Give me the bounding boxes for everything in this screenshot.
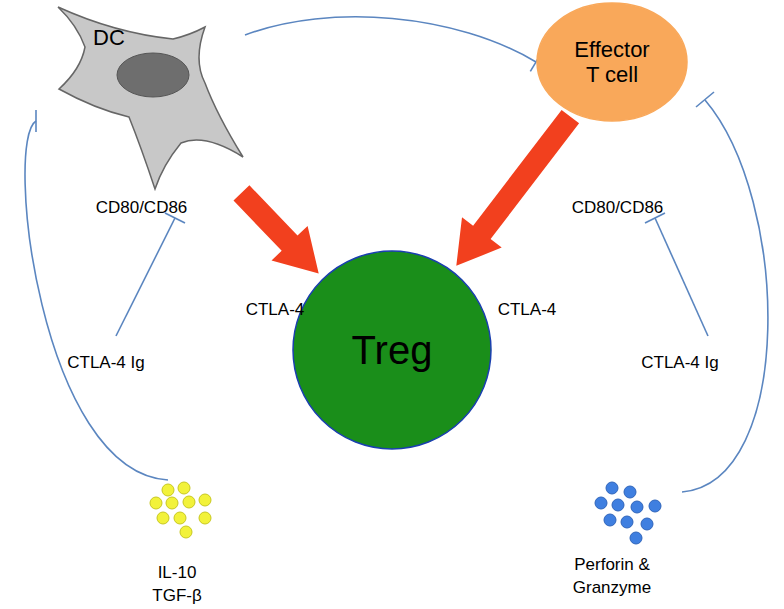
inhibition-connector — [245, 17, 542, 72]
effector-cell: Effector T cell — [536, 2, 688, 122]
molecule-label: CTLA-4 Ig — [58, 351, 154, 374]
inhibition-bar — [696, 92, 714, 107]
cell-shape — [293, 251, 491, 449]
granule-dots — [595, 482, 661, 544]
dendritic-cell: DC — [55, 5, 245, 190]
inhibition-line — [116, 218, 175, 336]
cytokine-dots — [150, 482, 211, 538]
inhibition-line — [655, 218, 708, 336]
molecule-label: CD80/CD86 — [84, 196, 199, 219]
cell-outline — [55, 5, 245, 190]
inhibition-line — [25, 121, 168, 480]
treg-cell: Treg — [292, 250, 492, 450]
molecule-label: CTLA-4 — [240, 298, 310, 321]
cell-name: Effector T cell — [566, 37, 658, 88]
inhibition-line — [682, 100, 768, 492]
nucleus — [117, 53, 189, 97]
dc-body — [58, 7, 243, 189]
molecule-label: IL-10 TGF-β — [146, 561, 208, 607]
activation-arrow — [456, 110, 579, 266]
molecule-label: CD80/CD86 — [560, 196, 675, 219]
molecule-label: CTLA-4 — [492, 298, 562, 321]
molecule-label: CTLA-4 Ig — [632, 351, 728, 374]
inhibition-lines — [25, 92, 768, 492]
cell-name: Treg — [302, 327, 482, 373]
inhibition-bar — [35, 110, 37, 132]
activation-arrow — [234, 185, 319, 273]
molecule-label: Perforin & Granzyme — [560, 553, 664, 599]
cell-name: DC — [93, 25, 125, 51]
cell-shape — [537, 3, 687, 121]
